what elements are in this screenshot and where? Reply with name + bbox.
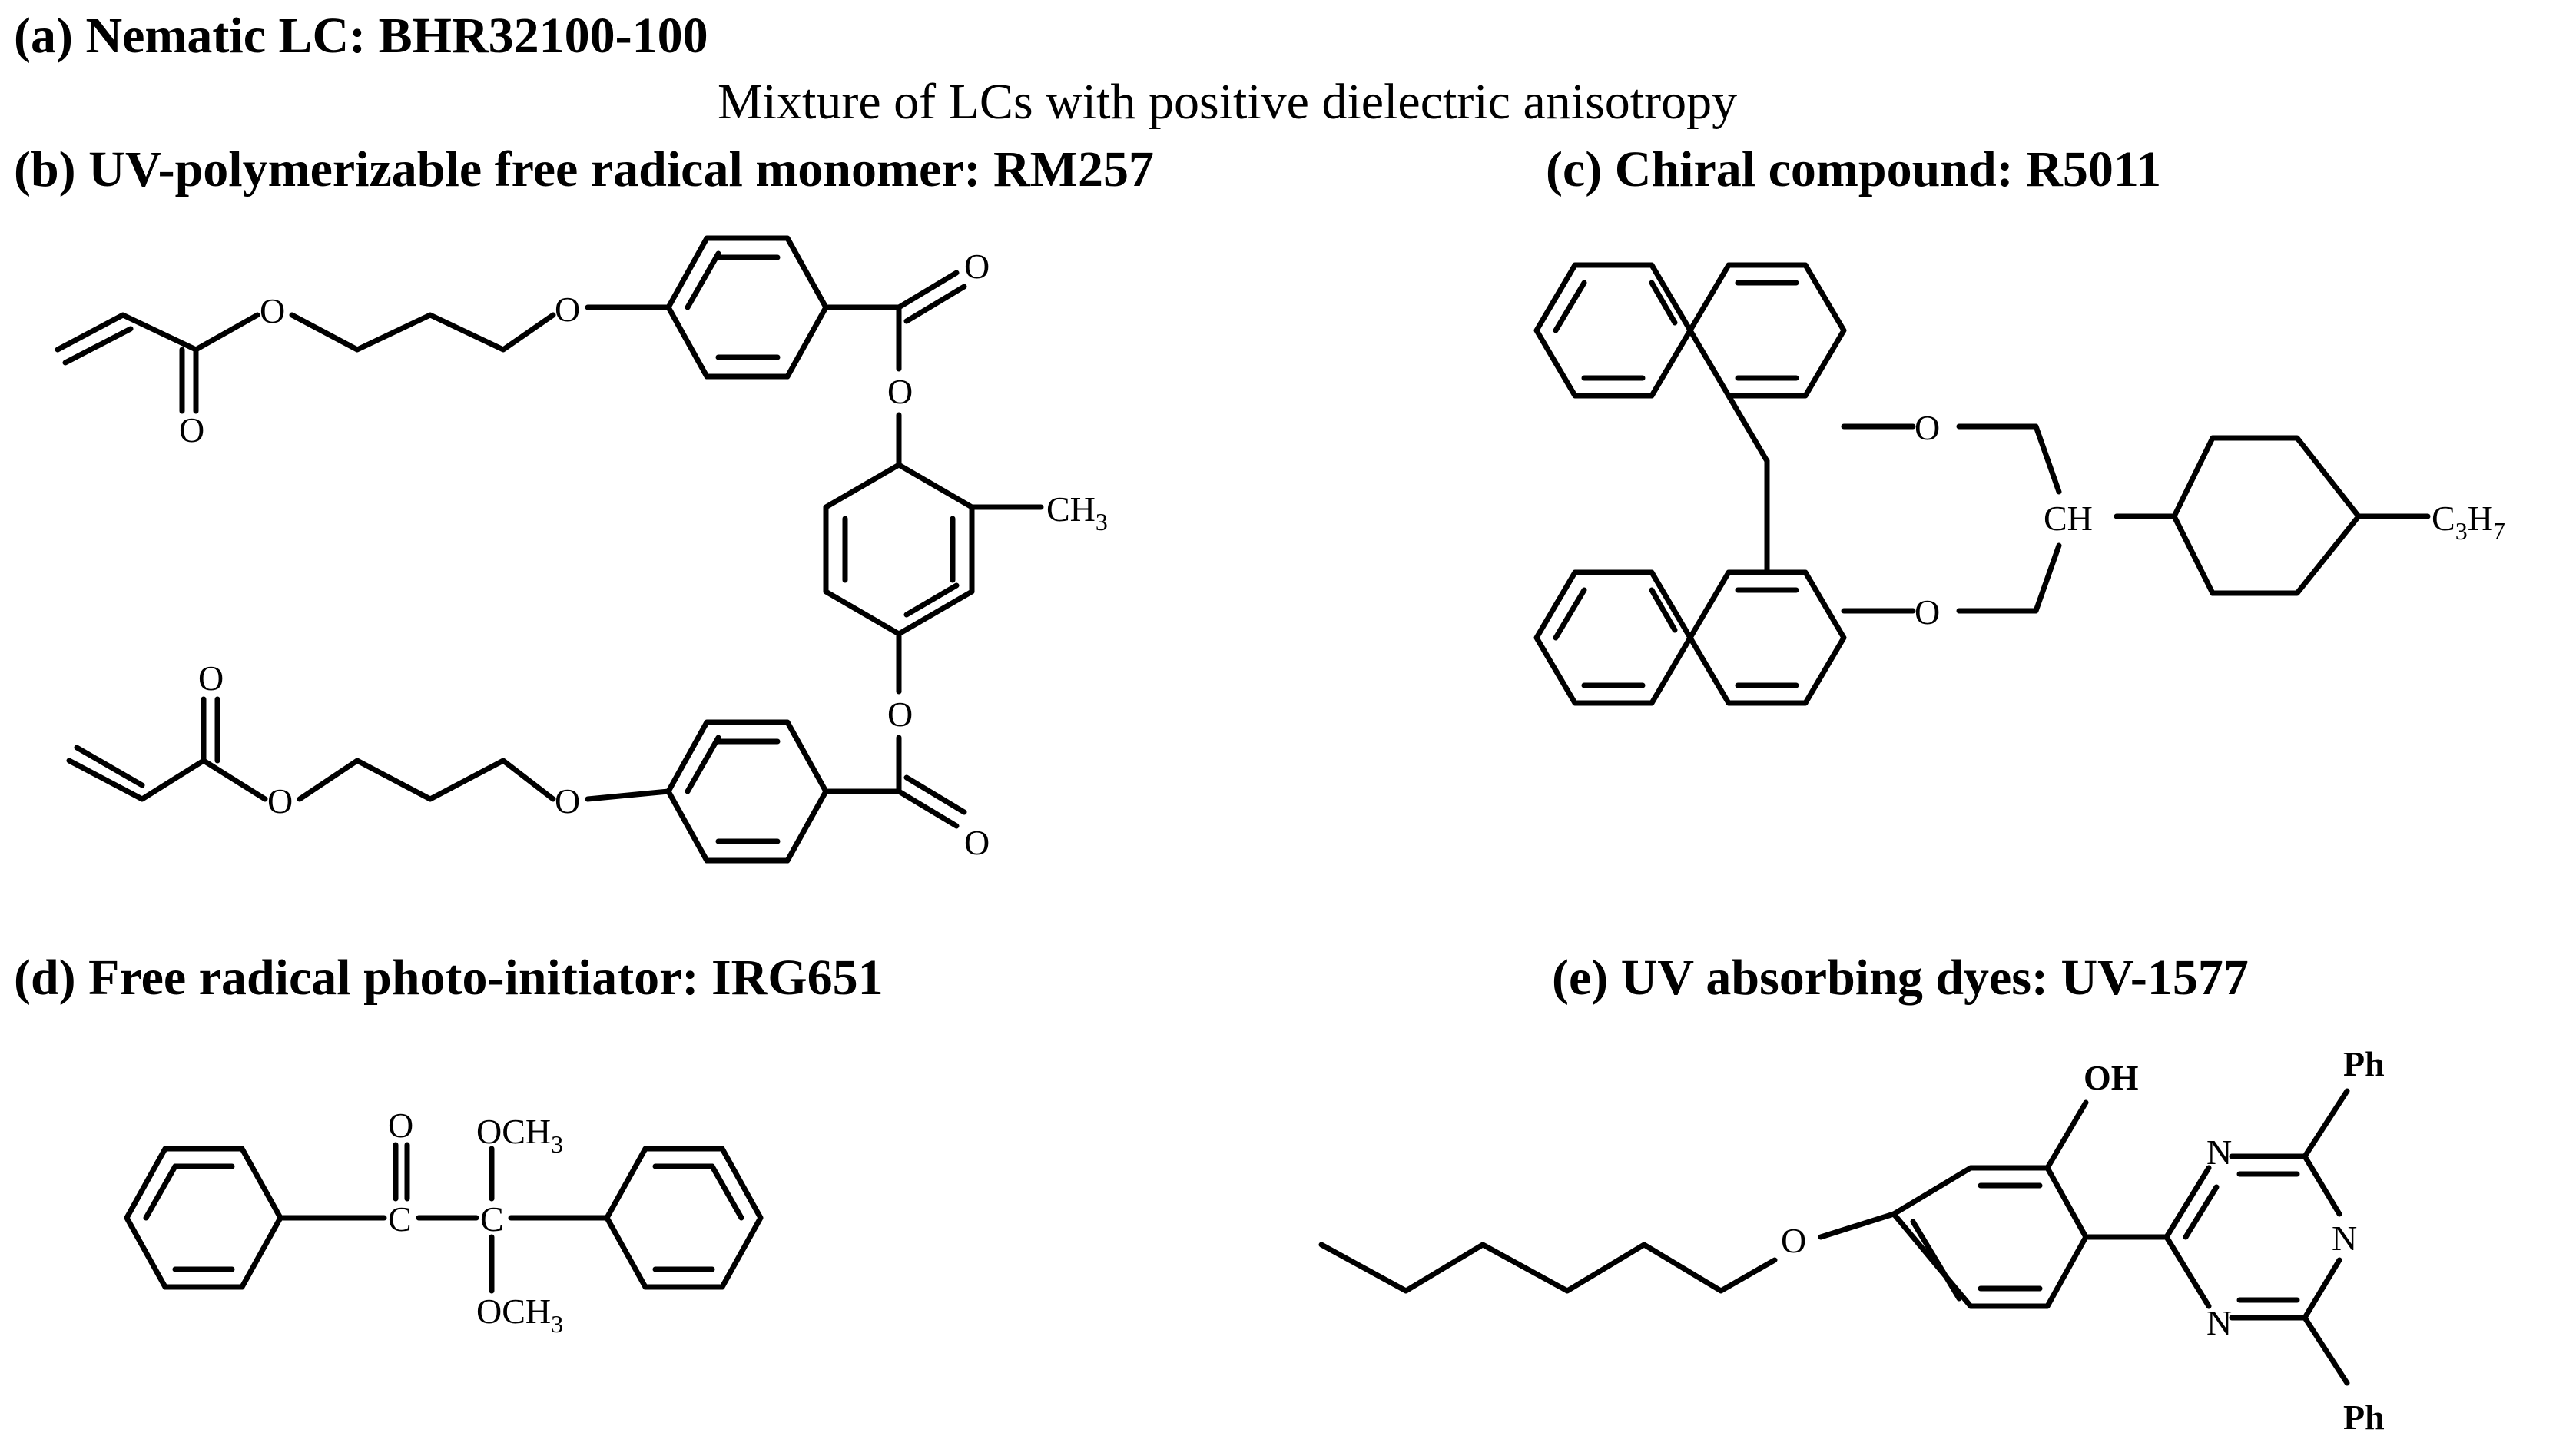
- r5011-ul-dbl1: [1553, 280, 1587, 333]
- uv1577-triazine-b: [2229, 1153, 2342, 1217]
- rm257-top-ester-co: [896, 270, 960, 310]
- rm257-central-dbl3: [903, 582, 960, 618]
- rm257-top-chain: [55, 312, 260, 353]
- r5011-ll-dbl1: [1553, 587, 1587, 641]
- uv1577-phenol-dbl3: [1910, 1219, 1962, 1302]
- uv1577-ether-bond: [1818, 1211, 1897, 1240]
- rm257-top-vinyl-double: [62, 326, 134, 366]
- panel-a-heading: (a) Nematic LC: BHR32100-100: [14, 8, 708, 64]
- irg651-o-carbonyl: O: [388, 1106, 413, 1145]
- rm257-o-bottom-ether: O: [555, 781, 580, 821]
- rm257-top-ester-co-dbl: [903, 284, 967, 324]
- irg651-c-quaternary: C: [480, 1199, 504, 1239]
- rm257-bottom-vinyl-double: [74, 745, 145, 788]
- panel-d-heading: (d) Free radical photo-initiator: IRG651: [14, 950, 884, 1006]
- uv1577-ph-top-bond: [2302, 1088, 2350, 1159]
- uv1577-structure: O OH N N N Ph Ph: [1318, 1044, 2385, 1437]
- panel-b-heading: (b) UV-polymerizable free radical monome…: [14, 141, 1154, 197]
- irg651-methoxy-top: OCH3: [476, 1112, 563, 1158]
- r5011-propyl-label: C3H7: [2432, 499, 2505, 545]
- rm257-o-top-ester: O: [260, 291, 285, 330]
- r5011-structure: O O CH C3H7: [1533, 262, 2505, 706]
- rm257-bottom-ring: [665, 719, 829, 864]
- panel-e-heading: (e) UV absorbing dyes: UV-1577: [1552, 950, 2249, 1006]
- r5011-lower-right-ring: [1687, 569, 1847, 706]
- rm257-o-top-co: O: [964, 247, 990, 286]
- r5011-lower-o: O: [1915, 592, 1940, 632]
- rm257-top-spacer: [289, 312, 556, 353]
- rm257-o-top-ether: O: [555, 290, 580, 329]
- rm257-bottom-ester-co: [896, 788, 960, 829]
- uv1577-oh-label: OH: [2084, 1058, 2139, 1097]
- irg651-left-ring: [124, 1146, 283, 1290]
- rm257-bottom-ring-dbl3: [685, 735, 721, 794]
- r5011-upper-o: O: [1915, 408, 1940, 447]
- rm257-o-bottom-co: O: [964, 823, 990, 862]
- uv1577-n-top: N: [2206, 1133, 2232, 1172]
- uv1577-n-right: N: [2332, 1219, 2357, 1258]
- irg651-left-dbl3: [143, 1163, 178, 1221]
- panel-c-heading: (c) Chiral compound: R5011: [1546, 141, 2162, 197]
- rm257-o-top-link: O: [887, 372, 913, 411]
- rm257-structure: O O O O O CH3 O O O O O: [55, 235, 1108, 864]
- rm257-o-bottom-ester: O: [267, 781, 293, 821]
- rm257-bottom-spacer: [297, 758, 556, 802]
- uv1577-o-ether: O: [1781, 1221, 1806, 1260]
- rm257-methyl-label: CH3: [1046, 489, 1108, 536]
- uv1577-ph-top: Ph: [2343, 1044, 2385, 1083]
- rm257-o-top-carbonyl: O: [179, 410, 204, 449]
- uv1577-triazine-a: [2163, 1165, 2212, 1240]
- rm257-bottom-ether: [585, 788, 671, 802]
- rm257-o-bottom-link: O: [887, 695, 913, 734]
- irg651-c-carbonyl: C: [388, 1199, 412, 1239]
- irg651-right-ring: [604, 1146, 764, 1290]
- r5011-upper-bridge: [1956, 423, 2062, 495]
- r5011-upper-ring-bottom: [1726, 393, 1770, 464]
- uv1577-oh-bond: [2044, 1099, 2089, 1171]
- rm257-top-ring-dbl3: [685, 250, 721, 310]
- rm257-bottom-ester-co-dbl: [903, 774, 967, 815]
- r5011-ul-dbl3: [1649, 280, 1678, 326]
- rm257-bottom-chain: [66, 758, 268, 802]
- rm257-o-bottom-carbonyl: O: [198, 658, 224, 698]
- r5011-lower-bridge: [1956, 542, 2062, 614]
- panel-a-description: Mixture of LCs with positive dielectric …: [718, 74, 1738, 130]
- irg651-methoxy-bottom: OCH3: [476, 1292, 563, 1338]
- uv1577-hexyl-chain: [1318, 1242, 1778, 1294]
- r5011-ch-label: CH: [2044, 499, 2093, 538]
- irg651-right-dbl3: [709, 1163, 744, 1221]
- uv1577-n-bottom: N: [2206, 1303, 2232, 1342]
- uv1577-triazine-c: [2229, 1257, 2342, 1321]
- uv1577-triazine-d: [2163, 1234, 2212, 1309]
- uv1577-ph-bottom: Ph: [2343, 1398, 2385, 1437]
- r5011-ll-dbl3: [1649, 587, 1678, 633]
- uv1577-triazine-dbl3: [2183, 1184, 2220, 1240]
- irg651-structure: O C C OCH3 OCH3: [124, 1106, 764, 1338]
- uv1577-ph-bottom-bond: [2302, 1315, 2350, 1386]
- r5011-cyclohexane: [2171, 435, 2362, 596]
